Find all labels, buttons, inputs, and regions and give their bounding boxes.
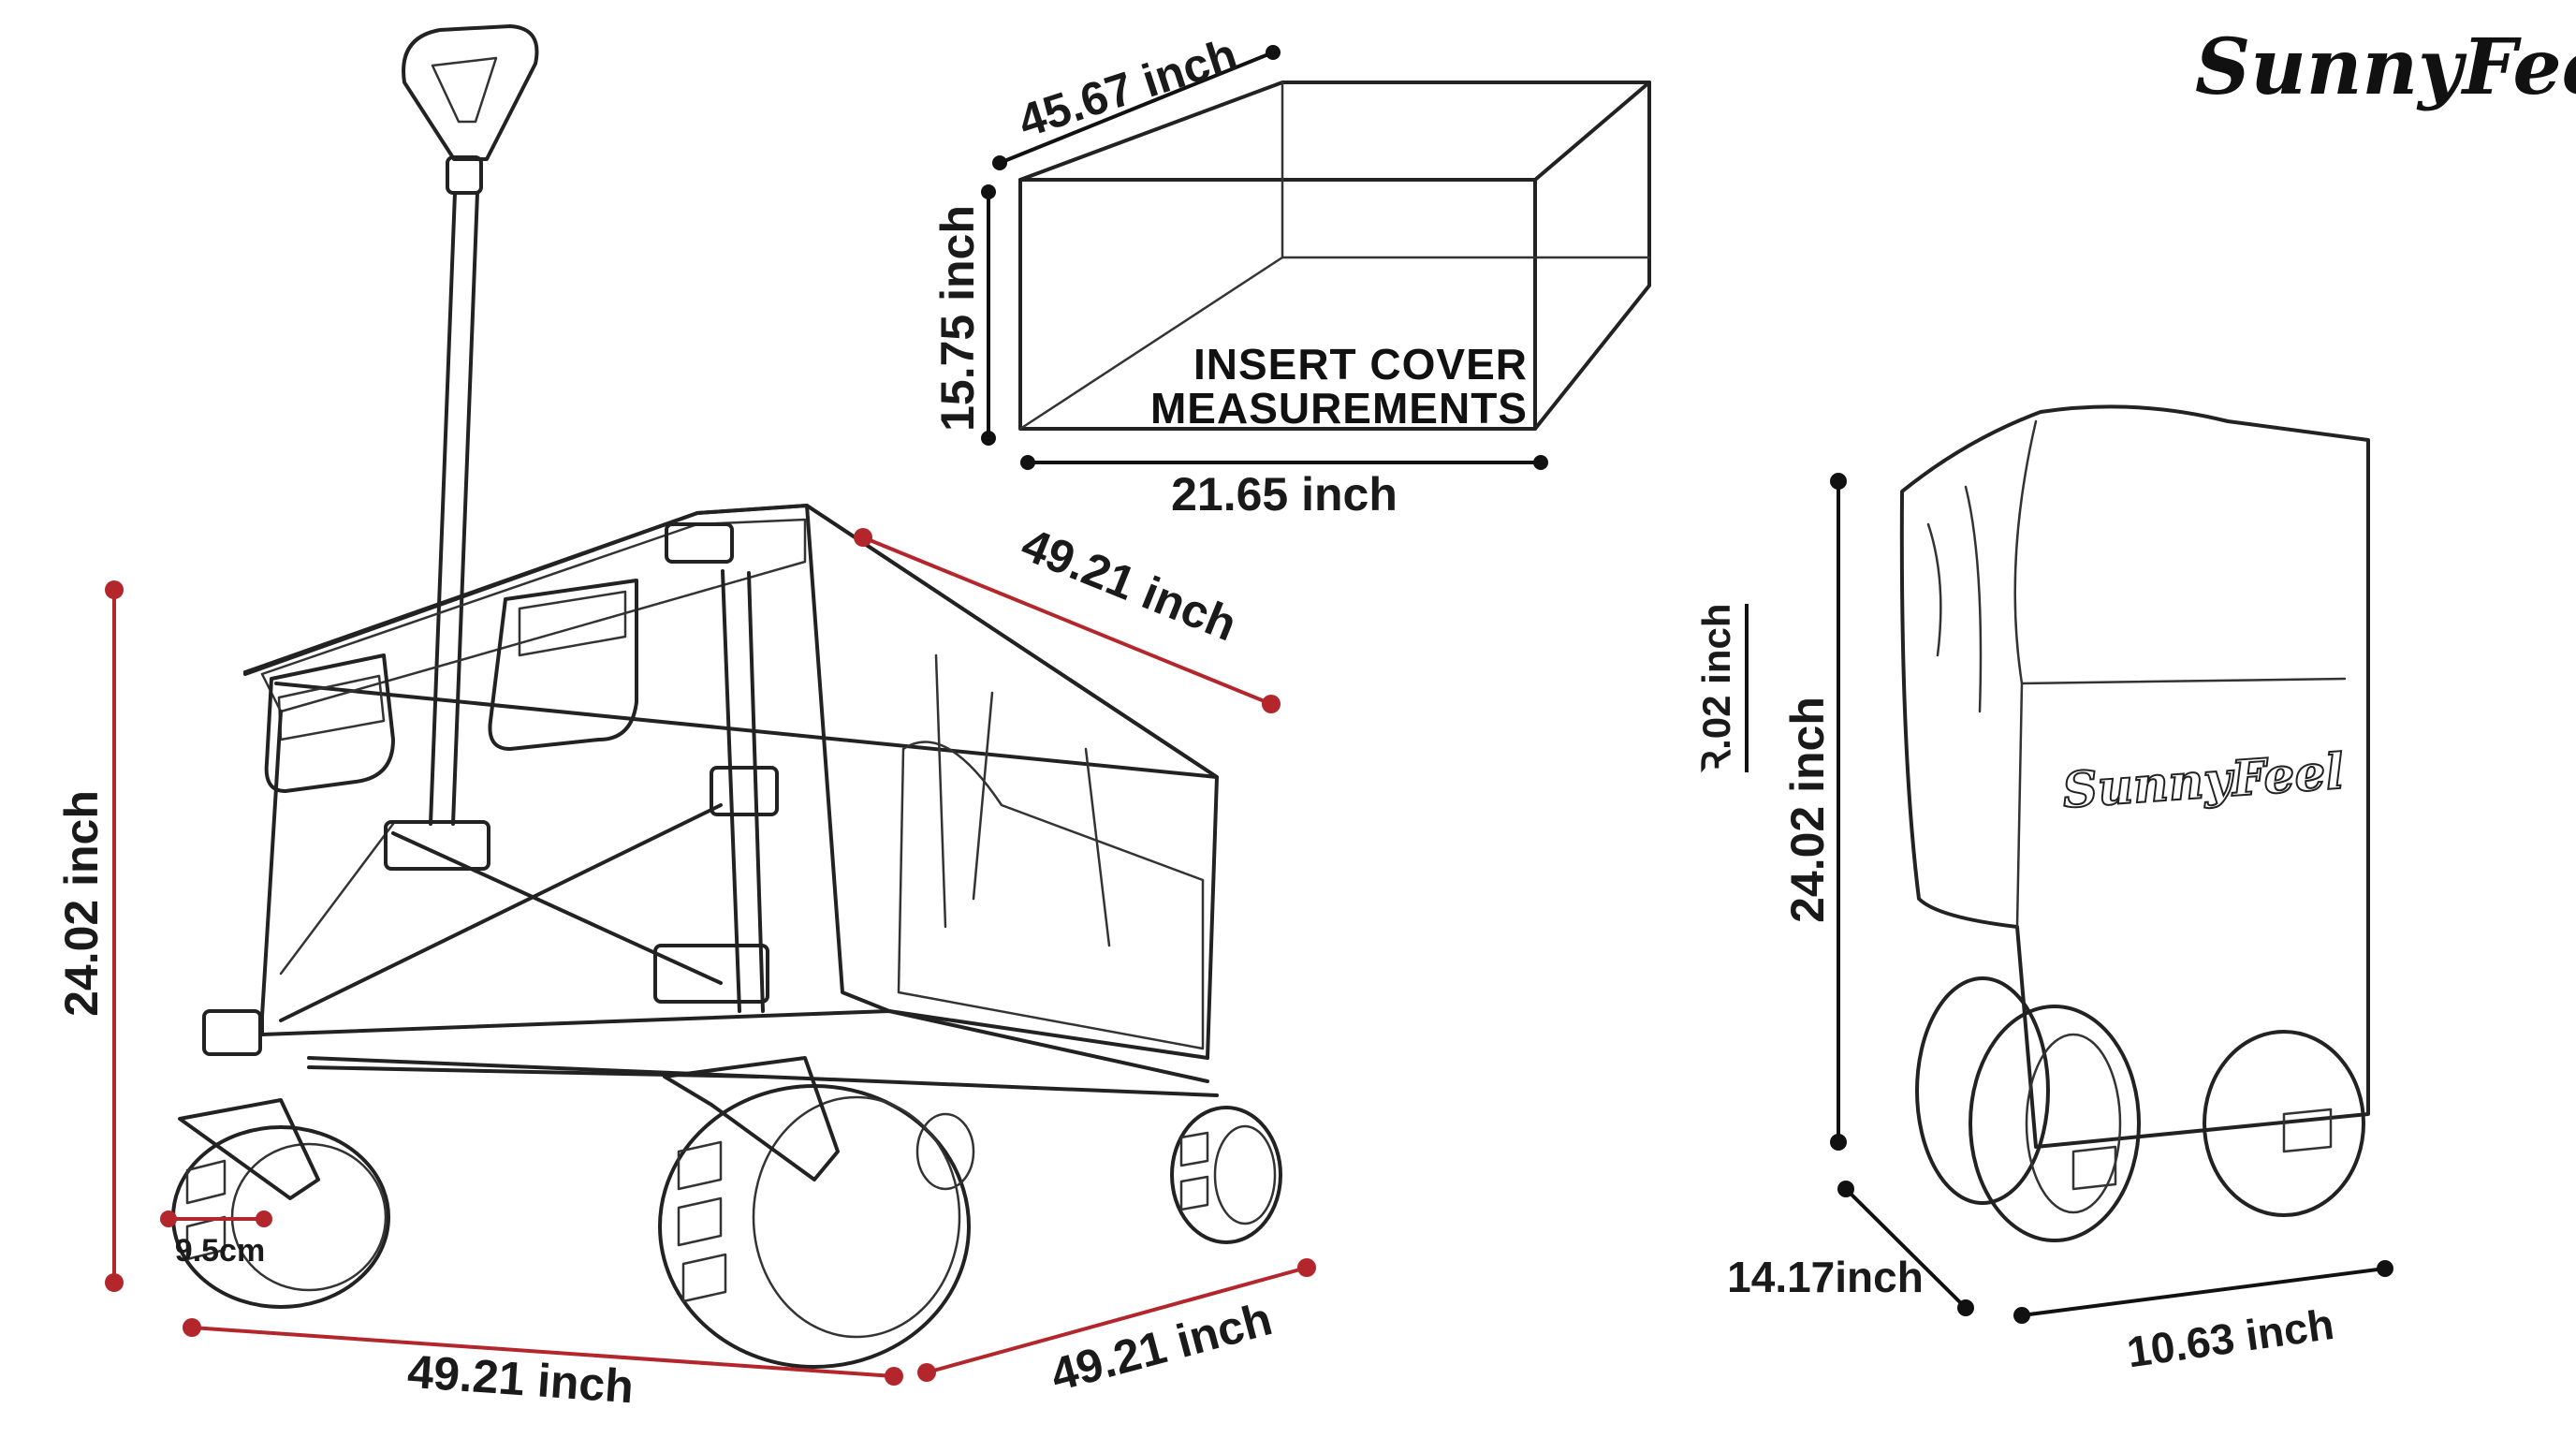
wheel-width-label: 9.5cm — [175, 1233, 265, 1269]
insert-height-dimension-line — [981, 184, 996, 446]
insert-length-label: 45.67 inch — [1012, 28, 1243, 148]
wagon-height-label: 24.02 inch — [55, 790, 108, 1017]
insert-cover-title-line1: INSERT COVER — [1193, 340, 1528, 389]
covered-wagon-drawing — [1899, 404, 2370, 1242]
covered-small-height-label: Ꝛ.02 inch — [1694, 603, 1738, 772]
wagon-length-label: 49.21 inch — [1015, 518, 1244, 652]
insert-cover-box-drawing — [1018, 81, 1651, 431]
covered-width-dimension-line — [2013, 1260, 2393, 1324]
insert-height-label: 15.75 inch — [931, 205, 984, 432]
wagon-bottom-width-dimension-line — [917, 1258, 1316, 1382]
insert-width-label: 21.65 inch — [1171, 468, 1398, 521]
insert-cover-title-line2: MEASUREMENTS — [1150, 384, 1528, 433]
wagon-drawing — [171, 24, 1282, 1369]
wagon-length-dimension-line — [854, 528, 1281, 713]
wagon-bottom-length-dimension-line — [183, 1318, 903, 1386]
covered-height-label: 24.02 inch — [1781, 697, 1834, 923]
wheel-width-dimension-line — [160, 1211, 272, 1227]
insert-length-dimension-line — [992, 45, 1281, 170]
covered-height-dimension-line — [1830, 473, 1847, 1151]
brand-logo: SunnyFeel — [2195, 22, 2576, 112]
insert-width-dimension-line — [1020, 455, 1548, 470]
covered-width-label: 10.63 inch — [2124, 1299, 2337, 1376]
covered-depth-label: 14.17inch — [1727, 1253, 1924, 1301]
cover-brand-logo: SunnyFeel — [2060, 743, 2346, 820]
covered-depth-dimension-line — [1837, 1181, 1974, 1316]
wagon-height-dimension-line — [105, 580, 124, 1292]
